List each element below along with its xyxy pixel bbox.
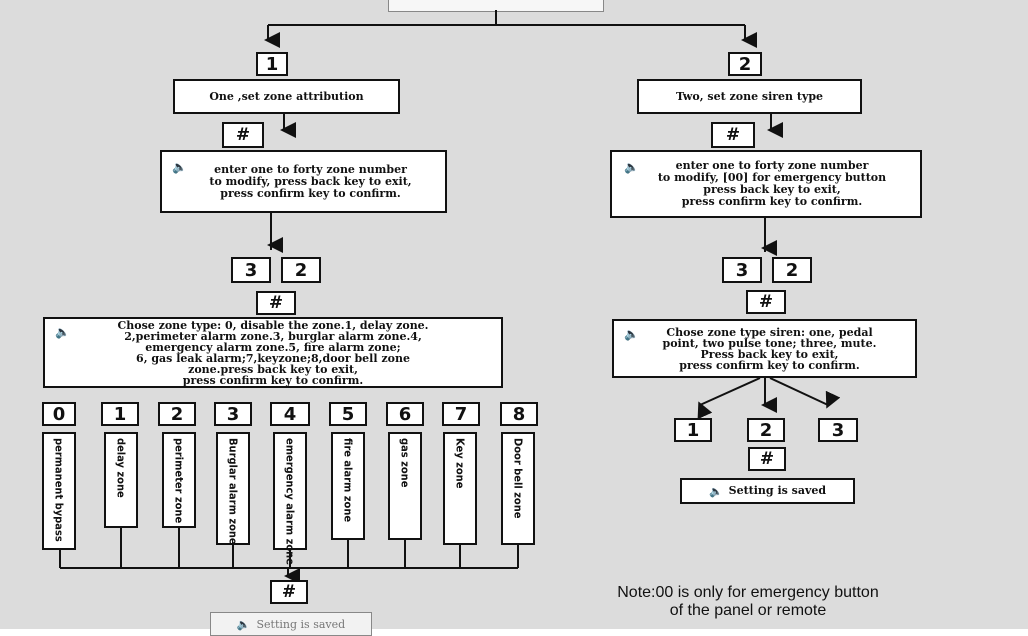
zone-number-prompt-left-text: enter one to forty zone number to modify… [209, 162, 412, 200]
zone-label: permanent bypass [52, 438, 66, 542]
zone-label: Door bell zone [511, 438, 525, 519]
speaker-icon: 🔈 [708, 484, 723, 498]
key-2: 2 [728, 52, 762, 76]
speaker-icon: 🔈 [236, 617, 251, 631]
setting-saved-right: 🔈 Setting is saved [680, 478, 855, 504]
zone-key-6: 6 [386, 402, 424, 426]
zone-key-1: 1 [101, 402, 139, 426]
zone-gas: gas zone [388, 432, 422, 540]
zone-label: gas zone [398, 438, 412, 488]
zone-permanent-bypass: permanent bypass [42, 432, 76, 550]
hash-key-right-final: # [748, 447, 786, 471]
emergency-note: Note:00 is only for emergency button of … [617, 584, 879, 619]
zone-door-bell: Door bell zone [501, 432, 535, 545]
key-1: 1 [256, 52, 288, 76]
siren-type-prompt: 🔈 Chose zone type siren: one, pedal poin… [612, 319, 917, 378]
zone-number-prompt-left: 🔈 enter one to forty zone number to modi… [160, 150, 447, 213]
zone-label: delay zone [114, 438, 128, 498]
speaker-icon: 🔈 [624, 327, 639, 341]
zone-fire-alarm: fire alarm zone [331, 432, 365, 540]
zone-label: Burglar alarm zone [226, 438, 240, 545]
hash-key-right: # [711, 122, 755, 148]
zone-label: emergency alarm zone [283, 438, 297, 565]
key-2-right: 2 [772, 257, 812, 283]
zone-key-5: 5 [329, 402, 367, 426]
zone-key-8: 8 [500, 402, 538, 426]
hash-key-left-2: # [256, 291, 296, 315]
zone-number-prompt-right: 🔈 enter one to forty zone number to modi… [610, 150, 922, 218]
set-zone-siren-type-box: Two, set zone siren type [637, 79, 862, 114]
set-zone-siren-type-label: Two, set zone siren type [675, 89, 824, 103]
setting-saved-left-text: Setting is saved [256, 617, 346, 631]
set-zone-attribution-label: One ,set zone attribution [209, 89, 364, 103]
zone-key-0: 0 [42, 402, 76, 426]
speaker-icon: 🔈 [624, 160, 639, 174]
zone-delay: delay zone [104, 432, 138, 528]
zone-number-prompt-right-text: enter one to forty zone number to modify… [657, 159, 887, 208]
set-zone-attribution-box: One ,set zone attribution [173, 79, 400, 114]
zone-type-prompt-text: Chose zone type: 0, disable the zone.1, … [117, 318, 429, 387]
key-3-right: 3 [722, 257, 762, 283]
hash-key-left: # [222, 122, 264, 148]
zone-key-2: 2 [158, 402, 196, 426]
zone-burglar-alarm: Burglar alarm zone [216, 432, 250, 545]
hash-key-right-2: # [746, 290, 786, 314]
zone-label: fire alarm zone [341, 438, 355, 523]
speaker-icon: 🔈 [55, 325, 70, 339]
key-2-left: 2 [281, 257, 321, 283]
siren-key-2: 2 [747, 418, 785, 442]
setting-saved-right-text: Setting is saved [728, 484, 827, 497]
setting-saved-left: 🔈 Setting is saved [210, 612, 372, 636]
zone-label: Key zone [453, 438, 467, 489]
zone-type-prompt: 🔈 Chose zone type: 0, disable the zone.1… [43, 317, 503, 388]
zone-label: perimeter zone [172, 438, 186, 524]
siren-key-1: 1 [674, 418, 712, 442]
hash-key-left-final: # [270, 580, 308, 604]
zone-key-3: 3 [214, 402, 252, 426]
zone-key-7: 7 [442, 402, 480, 426]
siren-type-prompt-text: Chose zone type siren: one, pedal point,… [662, 325, 877, 372]
zone-emergency-alarm: emergency alarm zone [273, 432, 307, 565]
siren-key-3: 3 [818, 418, 858, 442]
speaker-icon: 🔈 [172, 160, 187, 174]
zone-key: Key zone [443, 432, 477, 545]
zone-perimeter: perimeter zone [162, 432, 196, 528]
key-3-left: 3 [231, 257, 271, 283]
zone-key-4: 4 [270, 402, 310, 426]
